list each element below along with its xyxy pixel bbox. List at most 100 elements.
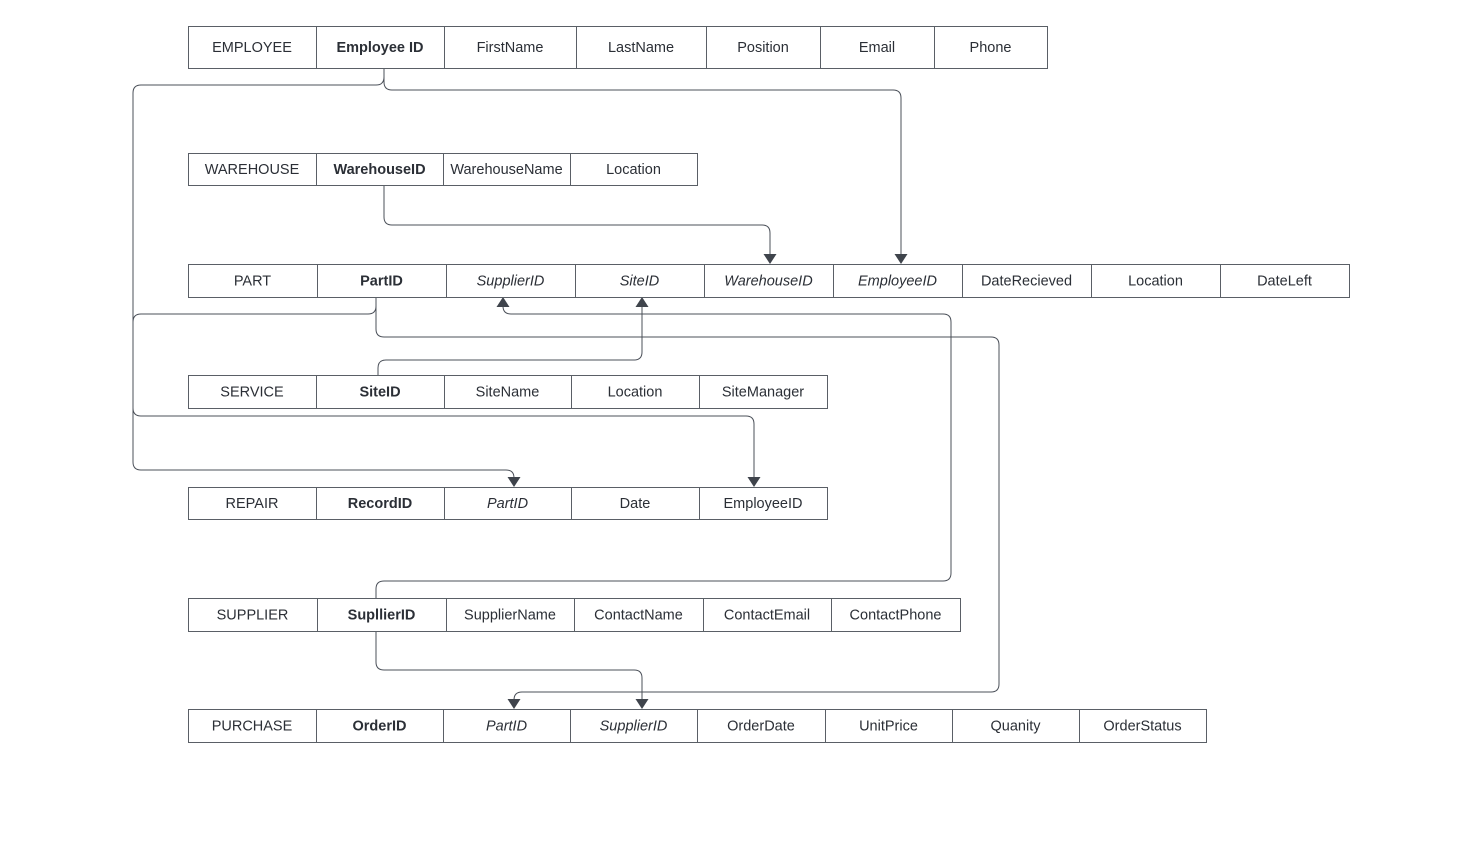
service-field-name: SiteID bbox=[359, 385, 400, 401]
purchase-field-cell: Quanity bbox=[952, 709, 1080, 743]
warehouse-to-part-arrowhead bbox=[763, 254, 777, 264]
service-cell-border bbox=[316, 375, 445, 409]
supplier-cell-border bbox=[188, 598, 318, 632]
part-to-repair-connector bbox=[132, 297, 515, 479]
employee-field-cell: Employee ID bbox=[316, 26, 445, 69]
supplier-to-part-connector bbox=[375, 305, 952, 598]
repair-field-name: EmployeeID bbox=[724, 496, 803, 512]
warehouse-cell-border bbox=[316, 153, 444, 186]
supplier-field-name: SupplierName bbox=[464, 608, 556, 624]
supplier-field-cell: ContactName bbox=[574, 598, 704, 632]
purchase-cell-border bbox=[188, 709, 317, 743]
part-field-name: WarehouseID bbox=[724, 274, 812, 290]
supplier-to-purchase-connector bbox=[375, 631, 643, 701]
employee-cell-border bbox=[316, 26, 445, 69]
warehouse-field-name: Location bbox=[606, 162, 661, 178]
part-field-name: PartID bbox=[360, 274, 403, 290]
supplier-table-name: SUPPLIER bbox=[217, 608, 289, 624]
part-cell-border bbox=[962, 264, 1092, 298]
purchase-field-cell: OrderStatus bbox=[1079, 709, 1207, 743]
supplier-table: SUPPLIER SupllierID SupplierName ContactNam… bbox=[188, 598, 961, 632]
part-field-name: Location bbox=[1128, 274, 1183, 290]
warehouse-field-cell: WarehouseName bbox=[443, 153, 571, 186]
service-cell-border bbox=[444, 375, 572, 409]
supplier-field-cell: SupllierID bbox=[317, 598, 447, 632]
repair-cell-border bbox=[316, 487, 445, 520]
employee-field-name: FirstName bbox=[477, 40, 544, 56]
purchase-field-name: Quanity bbox=[991, 719, 1042, 735]
employee-field-cell: Email bbox=[820, 26, 935, 69]
purchase-field-cell: SupplierID bbox=[570, 709, 698, 743]
relationship-connectors bbox=[132, 68, 1000, 701]
employee-cell-border bbox=[934, 26, 1048, 69]
part-field-name: EmployeeID bbox=[858, 274, 937, 290]
part-cell-border bbox=[1220, 264, 1350, 298]
employee-to-part-connector bbox=[383, 68, 902, 256]
employee-field-name: Phone bbox=[970, 40, 1012, 56]
service-field-cell: SiteID bbox=[316, 375, 445, 409]
employee-to-repair-connector bbox=[132, 68, 755, 479]
purchase-cell-border bbox=[697, 709, 826, 743]
employee-to-part-arrowhead bbox=[894, 254, 908, 264]
employee-field-name: Email bbox=[859, 40, 895, 56]
purchase-field-cell: OrderID bbox=[316, 709, 444, 743]
purchase-field-name: OrderDate bbox=[727, 719, 795, 735]
purchase-field-name: SupplierID bbox=[600, 719, 668, 735]
employee-cell-border bbox=[188, 26, 317, 69]
purchase-cell-border bbox=[825, 709, 953, 743]
part-cell-border bbox=[1091, 264, 1221, 298]
purchase-cell-border bbox=[570, 709, 698, 743]
part-field-cell: DateLeft bbox=[1220, 264, 1350, 298]
relationship-arrowheads bbox=[496, 254, 908, 709]
purchase-cell-border bbox=[952, 709, 1080, 743]
repair-table-name: REPAIR bbox=[226, 496, 279, 512]
employee-field-cell: LastName bbox=[576, 26, 707, 69]
supplier-to-purchase-arrowhead bbox=[635, 699, 649, 709]
warehouse-cell-border bbox=[188, 153, 317, 186]
purchase-table: PURCHASE OrderID PartID SupplierID OrderDate… bbox=[188, 709, 1207, 743]
purchase-field-cell: UnitPrice bbox=[825, 709, 953, 743]
purchase-field-name: OrderStatus bbox=[1103, 719, 1181, 735]
supplier-cell-border bbox=[574, 598, 704, 632]
supplier-field-name: ContactPhone bbox=[850, 608, 942, 624]
supplier-field-cell: ContactEmail bbox=[703, 598, 832, 632]
supplier-field-cell: SupplierName bbox=[446, 598, 575, 632]
employee-table: EMPLOYEE Employee ID FirstName LastName Posi… bbox=[188, 26, 1048, 69]
part-field-cell: Location bbox=[1091, 264, 1221, 298]
warehouse-to-part-connector bbox=[383, 185, 771, 256]
service-table-name: SERVICE bbox=[220, 385, 284, 401]
supplier-cell-border bbox=[446, 598, 575, 632]
part-field-name: DateRecieved bbox=[981, 274, 1072, 290]
part-table-name-cell: PART bbox=[188, 264, 318, 298]
repair-cell-border bbox=[699, 487, 828, 520]
part-cell-border bbox=[575, 264, 705, 298]
supplier-cell-border bbox=[317, 598, 447, 632]
part-table-name: PART bbox=[234, 274, 271, 290]
purchase-field-cell: PartID bbox=[443, 709, 571, 743]
part-cell-border bbox=[317, 264, 447, 298]
warehouse-field-cell: Location bbox=[570, 153, 698, 186]
repair-cell-border bbox=[188, 487, 317, 520]
service-cell-border bbox=[699, 375, 828, 409]
warehouse-field-cell: WarehouseID bbox=[316, 153, 444, 186]
employee-table-name: EMPLOYEE bbox=[212, 40, 292, 56]
service-field-cell: Location bbox=[571, 375, 700, 409]
repair-cell-border bbox=[444, 487, 572, 520]
repair-table-name-cell: REPAIR bbox=[188, 487, 317, 520]
supplier-cell-border bbox=[831, 598, 961, 632]
employee-field-name: Employee ID bbox=[336, 40, 423, 56]
purchase-field-name: OrderID bbox=[353, 719, 407, 735]
part-field-cell: PartID bbox=[317, 264, 447, 298]
repair-field-cell: PartID bbox=[444, 487, 572, 520]
purchase-table-name-cell: PURCHASE bbox=[188, 709, 317, 743]
repair-field-name: RecordID bbox=[348, 496, 412, 512]
part-field-name: SiteID bbox=[620, 274, 660, 290]
employee-cell-border bbox=[820, 26, 935, 69]
supplier-field-name: SupllierID bbox=[348, 608, 416, 624]
supplier-field-name: ContactName bbox=[594, 608, 683, 624]
part-field-cell: WarehouseID bbox=[704, 264, 834, 298]
employee-field-name: Position bbox=[737, 40, 789, 56]
employee-field-cell: Position bbox=[706, 26, 821, 69]
